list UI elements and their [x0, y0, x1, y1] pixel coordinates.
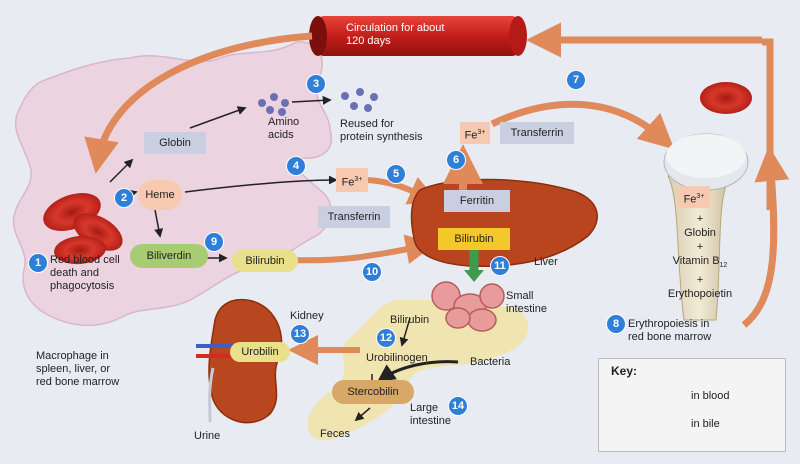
- marrow-components: + Globin + Vitamin B12 + Erythopoietin: [650, 212, 750, 301]
- iron-charge: 3+: [696, 193, 705, 200]
- biliverdin-box: Biliverdin: [130, 244, 208, 268]
- arrow-erythropoiesis-up: [741, 146, 790, 328]
- step-8-line1: Erythropoiesis in: [628, 318, 710, 330]
- step-badge-14: 14: [448, 396, 468, 416]
- step-3-label: Reused for protein synthesis: [340, 118, 423, 144]
- urobilinogen-label: Urobilinogen: [366, 352, 428, 364]
- step-badge-2: 2: [114, 188, 134, 208]
- marrow-vitamin: Vitamin B12: [650, 254, 750, 273]
- step-badge-7: 7: [566, 70, 586, 90]
- plus-sign: +: [696, 274, 704, 287]
- vitamin-subscript: 12: [719, 262, 728, 270]
- step-3-line2: protein synthesis: [340, 131, 423, 143]
- legend-bile-label: in bile: [691, 418, 720, 430]
- plus-sign: +: [696, 241, 704, 253]
- legend-key: Key: in blood in bile: [598, 358, 786, 452]
- macrophage-line1: Macrophage in: [36, 350, 109, 362]
- iron-symbol: Fe: [341, 176, 355, 189]
- small-intestine-line2: intestine: [506, 303, 547, 315]
- amino-line1: Amino: [268, 116, 300, 128]
- bacteria-label: Bacteria: [470, 356, 511, 368]
- iron-box-1: Fe3+: [336, 168, 368, 192]
- feces-label: Feces: [320, 428, 350, 440]
- step-badge-11: 11: [490, 256, 510, 276]
- transferrin-box-2: Transferrin: [500, 122, 574, 144]
- heme-box: Heme: [138, 180, 182, 210]
- step-8-line2: red bone marrow: [628, 331, 712, 343]
- stercobilin-box: Stercobilin: [332, 380, 414, 404]
- large-intestine-line1: Large: [410, 402, 439, 414]
- step-badge-1: 1: [28, 253, 48, 273]
- iron-box-2: Fe3+: [460, 122, 490, 144]
- amino-acid-dots: [258, 88, 378, 116]
- iron-symbol: Fe: [683, 193, 697, 206]
- red-blood-cell-icon: [43, 193, 123, 265]
- step-badge-12: 12: [376, 328, 396, 348]
- legend-blood-label: in blood: [691, 390, 730, 402]
- circulation-line1: Circulation for about: [346, 22, 445, 34]
- bilirubin-liver-box: Bilirubin: [438, 228, 510, 250]
- step-badge-3: 3: [306, 74, 326, 94]
- circulation-label: Circulation for about 120 days: [346, 22, 444, 48]
- step-1-line2: death and: [50, 267, 99, 279]
- urobilin-box: Urobilin: [230, 342, 290, 362]
- large-intestine-line2: intestine: [410, 415, 451, 427]
- step-3-line1: Reused for: [340, 118, 394, 130]
- amino-line2: acids: [268, 129, 294, 141]
- amino-acids-label: Amino acids: [268, 116, 299, 142]
- intestine-icon: [431, 281, 505, 332]
- step-badge-8: 8: [606, 314, 626, 334]
- bone-icon: [663, 133, 749, 321]
- macrophage-line3: red bone marrow: [36, 376, 120, 388]
- step-badge-9: 9: [204, 232, 224, 252]
- step-badge-13: 13: [290, 324, 310, 344]
- iron-charge: 3+: [477, 129, 486, 136]
- bilirubin-macrophage-box: Bilirubin: [232, 250, 298, 272]
- large-intestine-label: Large intestine: [410, 402, 451, 428]
- globin-box: Globin: [144, 132, 206, 154]
- vitamin-label: Vitamin B: [672, 255, 720, 267]
- large-intestine-region: [307, 300, 529, 441]
- circulation-line2: 120 days: [346, 35, 391, 47]
- step-1-label: Red blood cell death and phagocytosis: [50, 254, 120, 293]
- macrophage-label: Macrophage in spleen, liver, or red bone…: [36, 350, 119, 389]
- step-badge-6: 6: [446, 150, 466, 170]
- transferrin-box-1: Transferrin: [318, 206, 390, 228]
- step-badge-5: 5: [386, 164, 406, 184]
- iron-symbol: Fe: [464, 129, 478, 142]
- urine-label: Urine: [194, 430, 221, 442]
- step-8-label: Erythropoiesis in red bone marrow: [628, 318, 711, 344]
- marrow-erythropoietin: Erythopoietin: [667, 288, 733, 301]
- iron-charge: 3+: [354, 176, 363, 183]
- iron-box-3: Fe3+: [678, 186, 710, 208]
- ferritin-box: Ferritin: [444, 190, 510, 212]
- liver-label: Liver: [534, 256, 558, 268]
- macrophage-line2: spleen, liver, or: [36, 363, 110, 375]
- red-blood-cell-icon: [700, 82, 752, 114]
- plus-sign: +: [696, 213, 704, 225]
- blood-vessel-icon: [309, 16, 527, 56]
- kidney-label: Kidney: [290, 310, 324, 322]
- small-intestine-line1: Small: [506, 290, 534, 302]
- arrow-circulation-to-macrophage: [84, 32, 313, 174]
- marrow-globin: Globin: [684, 227, 716, 239]
- bilirubin-gut-label: Bilirubin: [390, 314, 430, 326]
- small-intestine-label: Small intestine: [506, 290, 547, 316]
- step-1-line3: phagocytosis: [50, 280, 115, 292]
- step-badge-10: 10: [362, 262, 382, 282]
- step-badge-4: 4: [286, 156, 306, 176]
- legend-title: Key:: [611, 364, 638, 378]
- step-1-line1: Red blood cell: [50, 254, 120, 266]
